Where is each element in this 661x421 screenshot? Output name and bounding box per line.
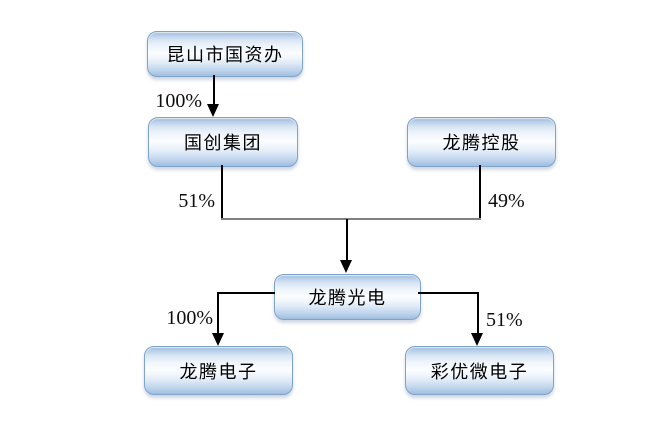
node-label: 国创集团 <box>184 133 262 153</box>
edge-label-51pct-bottom: 51% <box>486 309 523 331</box>
node-label: 龙腾光电 <box>308 288 387 308</box>
edge-label-100pct-bottom: 100% <box>166 307 213 329</box>
node-longteng-optoelectronics: 龙腾光电 <box>274 274 421 320</box>
node-kunshan-soa: 昆山市国资办 <box>147 31 303 77</box>
edge-label-100pct-top: 100% <box>155 90 202 112</box>
node-label: 龙腾控股 <box>442 133 521 153</box>
edge-line-opto-elec-h <box>217 292 275 294</box>
arrowhead-icon <box>207 104 219 117</box>
edge-line-opto-caiyou-v <box>477 292 479 334</box>
node-longteng-holdings: 龙腾控股 <box>407 117 556 167</box>
node-label: 龙腾电子 <box>179 361 258 382</box>
edge-line-guochuang-stub <box>221 165 223 220</box>
node-label: 彩优微电子 <box>430 361 529 382</box>
node-label: 昆山市国资办 <box>166 45 284 65</box>
edge-line-opto-elec-v <box>217 292 219 334</box>
arrowhead-icon <box>212 333 224 346</box>
arrowhead-icon <box>471 333 483 346</box>
merge-connector-line <box>221 218 481 220</box>
arrowhead-icon <box>340 260 352 273</box>
edge-line-merge-opto <box>346 219 348 261</box>
node-longteng-electronics: 龙腾电子 <box>144 346 293 395</box>
edge-line-holdings-stub <box>479 165 481 220</box>
edge-line-opto-caiyou-h <box>418 292 479 294</box>
edge-line-kunshan-guochuang <box>213 75 215 105</box>
edge-label-51pct-left: 51% <box>178 190 215 212</box>
node-caiyou-microelectronics: 彩优微电子 <box>405 346 554 395</box>
node-guochuang-group: 国创集团 <box>148 117 298 167</box>
edge-label-49pct-right: 49% <box>488 190 525 212</box>
